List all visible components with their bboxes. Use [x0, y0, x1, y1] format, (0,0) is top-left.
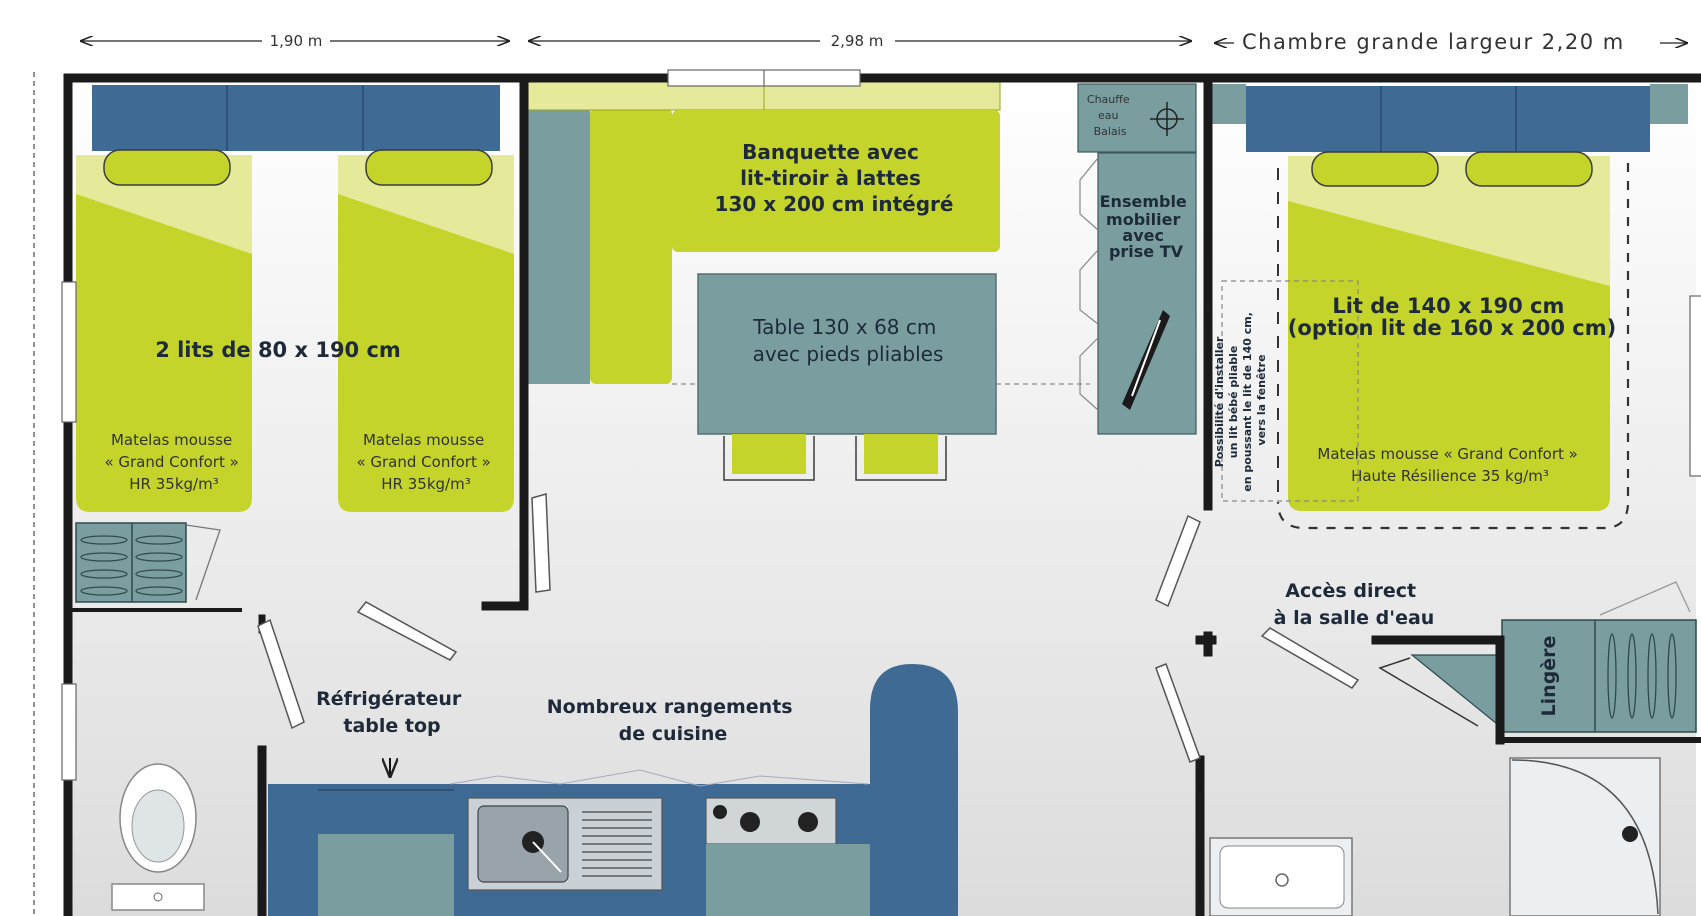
svg-text:Lit de 140 x 190 cm (opt: Lit de 140 x 190 cm (option lit de 160 x…	[1288, 294, 1616, 340]
bench-seat-left	[590, 108, 672, 384]
windows	[61, 69, 1701, 781]
burner-icon-3	[798, 812, 818, 832]
mattress-left-line1: Matelas mousse	[111, 431, 232, 449]
mattress-right-line2: « Grand Confort »	[356, 453, 490, 471]
burner-icon-1	[713, 805, 727, 819]
fridge-label-line2: table top	[343, 715, 440, 737]
dimension-right: Chambre grande largeur 2,20 m	[1242, 30, 1625, 54]
svg-text:Ensemble mobilier: Ensemble mobilier avec prise TV	[1100, 192, 1193, 261]
mattress-right-line1: Matelas mousse	[363, 431, 484, 449]
kitchen: Réfrigérateur table top Nombreux rangeme…	[268, 664, 958, 916]
linen-label: Lingère	[1538, 636, 1560, 717]
baby-bed-line2: un lit bébé pliable	[1227, 346, 1240, 459]
storage-label-line2: de cuisine	[619, 723, 728, 745]
table	[697, 273, 997, 435]
bathroom: Accès direct à la salle d'eau Lingère	[1209, 580, 1697, 916]
bath-access-line2: à la salle d'eau	[1274, 607, 1435, 629]
mattress-left-line2: « Grand Confort »	[104, 453, 238, 471]
storage-label-line1: Nombreux rangements	[547, 696, 793, 718]
dimension-lines: 1,90 m 2,98 m Chambre grande largeur 2,2…	[80, 30, 1688, 54]
svg-text:Matelas mousse « Grand C: Matelas mousse « Grand Confort » HR 35kg…	[104, 431, 243, 493]
master-bed-line2: (option lit de 160 x 200 cm)	[1288, 316, 1616, 340]
table-label-line2: avec pieds pliables	[753, 342, 944, 366]
headboard-twin	[92, 85, 500, 151]
bench-back-left	[528, 108, 590, 384]
chair-right	[855, 434, 947, 481]
svg-text:Matelas mousse « Grand C: Matelas mousse « Grand Confort » HR 35kg…	[356, 431, 495, 493]
svg-text:Table 130 x 68 cm avec p: Table 130 x 68 cm avec pieds pliables	[752, 315, 943, 366]
headboard-master	[1246, 86, 1650, 152]
doors	[257, 493, 1360, 763]
shower-drain-icon	[1622, 826, 1638, 842]
crosshair-icon	[1150, 102, 1184, 136]
tv-unit-line1: Ensemble	[1100, 192, 1187, 211]
bed-double	[1288, 151, 1610, 511]
fridge-label-line1: Réfrigérateur	[316, 688, 462, 710]
master-bed-line1: Lit de 140 x 190 cm	[1332, 294, 1564, 318]
tv-unit-line4: prise TV	[1109, 242, 1184, 261]
baby-bed-line3: en poussant le lit de 140 cm,	[1241, 312, 1254, 492]
toilet	[111, 763, 205, 911]
master-mattress-line2: Haute Résilience 35 kg/m³	[1351, 467, 1549, 485]
bench-seat	[672, 110, 1000, 252]
baby-bed-line1: Possibilité d'installer	[1213, 336, 1226, 467]
burner-icon-2	[740, 812, 760, 832]
bed-right	[338, 149, 514, 512]
mattress-left-line3: HR 35kg/m³	[129, 475, 218, 493]
dimension-middle: 2,98 m	[831, 32, 884, 50]
water-heater-line1: Chauffe	[1087, 93, 1130, 106]
mattress-right-line3: HR 35kg/m³	[381, 475, 470, 493]
svg-text:Accès direct à la salle: Accès direct à la salle d'eau	[1274, 580, 1435, 629]
twin-beds-label: 2 lits de 80 x 190 cm	[155, 338, 401, 362]
tv-unit-line2: mobilier	[1106, 210, 1180, 229]
master-side-table-left	[1210, 84, 1246, 124]
master-mattress-line1: Matelas mousse « Grand Confort »	[1317, 445, 1577, 463]
svg-text:Banquette avec lit-tiroi: Banquette avec lit-tiroir à lattes 130 x…	[715, 140, 954, 216]
svg-text:Réfrigérateur table top: Réfrigérateur table top	[316, 688, 468, 737]
bench-label-line3: 130 x 200 cm intégré	[715, 192, 954, 216]
living-area: Banquette avec lit-tiroir à lattes 130 x…	[527, 79, 1197, 481]
shower	[1509, 757, 1661, 916]
baby-bed-line4: vers la fenêtre	[1255, 354, 1268, 445]
bench-label-line2: lit-tiroir à lattes	[740, 166, 921, 190]
twin-room: 2 lits de 80 x 190 cm Matelas mousse « G…	[75, 85, 514, 603]
dimension-left: 1,90 m	[270, 32, 323, 50]
linen-cabinet	[1501, 619, 1697, 733]
svg-text:Matelas mousse « Grand Confort: Matelas mousse « Grand Confort » Haute R…	[1317, 445, 1582, 485]
twin-room-storage	[75, 522, 221, 603]
bath-access-line1: Accès direct	[1285, 580, 1416, 602]
svg-text:Chauffe eau Balais: Chauffe eau Balais	[1087, 93, 1133, 138]
svg-text:Possibilité d'installer: Possibilité d'installer un lit bébé plia…	[1213, 308, 1268, 491]
water-heater-line2: eau	[1098, 109, 1118, 122]
master-side-table-right	[1650, 84, 1688, 124]
tv-unit	[1097, 152, 1197, 435]
bed-left	[76, 149, 252, 512]
bench-label-line1: Banquette avec	[742, 140, 919, 164]
kitchen-end-unit	[870, 664, 958, 916]
tv-unit-line3: avec	[1122, 226, 1164, 245]
tv-icon	[1122, 310, 1170, 410]
master-room: Lit de 140 x 190 cm (option lit de 160 x…	[1210, 84, 1688, 530]
chair-left	[723, 434, 815, 481]
fridge	[318, 834, 454, 916]
water-heater-line3: Balais	[1094, 125, 1127, 138]
table-label-line1: Table 130 x 68 cm	[752, 315, 936, 339]
svg-text:Nombreux rangements de c: Nombreux rangements de cuisine	[547, 696, 799, 745]
